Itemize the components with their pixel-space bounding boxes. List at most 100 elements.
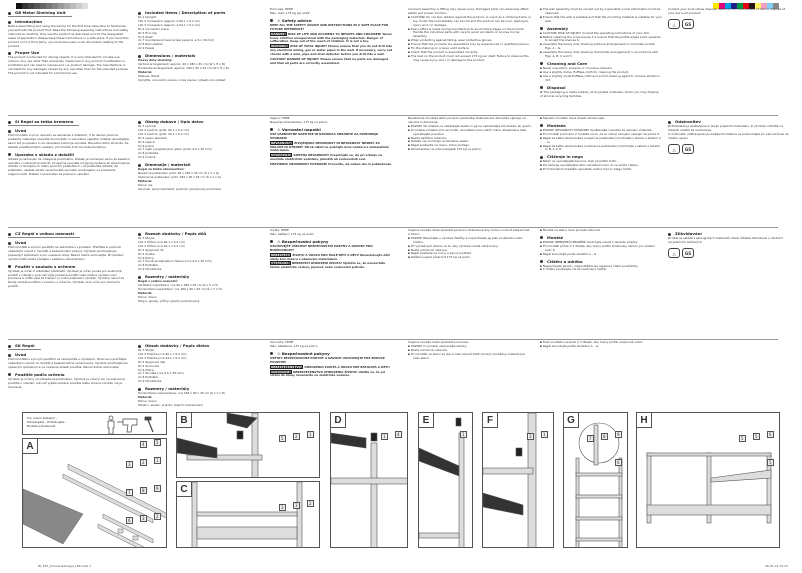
heading-text: Uporaba v skladu z določili [15,151,74,157]
part-number-label: 3 [126,461,133,468]
section-heading: Uvod [8,128,130,134]
person-icon [107,415,115,434]
heading-text: Proper Use [15,50,40,56]
list-item: 8x 4 Spojovací diel [138,359,166,364]
list-item: ▪ Every effort is made during manufactur… [408,26,525,39]
certification-logos: △GS [668,247,694,258]
part-number-label: 2 [293,433,300,440]
heading-text: Dimensions / materials [145,53,196,59]
warning-text: NEBEZPEČENSTVO OHROZENIA ŽIVOTA! Uistite… [270,369,386,378]
list-item: ▪ Ensure that the wall is suitable and t… [540,14,662,23]
part-number-label: 2 [140,459,147,466]
warning-block: NEBEZPEČENSTVO! OHROZENIA ŽIVOTA A ÚRAZU… [270,364,394,370]
text-column: ▪ Pred montážou priečok 2 3 dbajte, aby … [540,341,662,406]
warning-block: OPOZORILO! SMRTNA NEVARNOST! Prepričajte… [270,153,394,162]
warning-block: VAROVANIE! NEBEZPEČENSTVO OHROZENIA ŽIVO… [270,369,394,379]
certification-logos: △GS [668,18,694,29]
list-item: ▪ Use a slightly damp, fluffless cloth f… [540,69,630,74]
tools-needed-panel: You need: Zubehör - Potrebujete - Potřeb… [22,412,167,435]
list-item: ▪ CAUTION! Do not lean ladders against t… [408,14,531,27]
part-number-label: 1 [381,433,388,440]
warning-block: NEBEZPEČÍ! ŽIVOTU A ÚRAZU PRO MALÉ DĚTI … [270,252,394,262]
drill-icon [117,418,138,433]
list-item: 8x 4 Spojovací díl [138,247,164,252]
list-item: 8x 4 spojni element [138,135,167,140]
section-heading: Obseg dobave / Opis delov [138,119,262,125]
list-item: ▪ Nosite zaščitne rokavice. [408,135,447,140]
list-item: ▪ POZOR! Neopírejte o výrobek žebříky a … [408,235,523,244]
list-item: ▪ Za čiščenje uporabljajte rahlo navlaže… [540,163,639,168]
heading-text: Introduction [15,19,43,24]
paragraph: Vertical arrangement: approx. 90 x 180 x… [138,62,226,67]
list-item: ▪ Pri izdelavi izdelka smo se trudili, d… [408,127,527,136]
section-heading: SI Regal za težka bremena [8,119,80,126]
part-number-label: 3 [279,504,286,511]
heading-text: Rozměry / materiály [145,274,190,280]
list-item: 8x 1 Upright [138,15,156,19]
tuv-mark-icon: △ [668,247,680,258]
warning-tag: DANGER! [270,31,287,36]
list-item: ▪ Assemble the heavy duty shelving (hori… [540,50,659,59]
list-item: ▪ Pri trdovratnih madežih uporabite vlaž… [540,167,633,172]
paragraph: End caps: HDPE [270,8,293,11]
subheading: Regál s velkou nosností: [138,279,178,284]
list-item: ▪ Nepoužívejte benzín, rozpouštědla ani … [540,263,639,268]
list-item: ▪ Never use petrol, solvents or corrosiv… [540,65,613,70]
warning-text: PREVIDNO! NEVARNOST POŠKODB! Preverite, … [270,162,393,167]
heading-text: ⚠ Bezpečnostní pokyny [277,238,329,244]
list-item: ▪ Pri montaži prečnikov 2 3 pazite na to… [540,131,660,136]
heading-text: ⚠ Safety advice [277,17,312,23]
section-heading: Použitie podľa určenia [8,372,130,378]
list-item: ▪ Use a slightly moist fluffless cloth a… [540,73,660,82]
band-divider [8,115,778,116]
list-item: 8x 1 opornik [138,124,157,128]
assembly-illustration [483,413,537,547]
figure-letter: G [564,413,579,428]
heading-text: GB Metal Shelving Unit [15,10,66,15]
section-heading: ⚠ Safety advice [270,18,394,24]
swatch [719,3,725,9]
list-item: ▪ POZOR! Ob izdelek ne naslanjajte leste… [408,123,532,128]
part-number-label: 1 [154,457,161,464]
swatch [755,3,761,9]
heading-text: Obsah dodávky / Popis dielov [145,343,210,348]
paragraph: Výrobek je určen k odkládání předmětů. V… [8,268,124,289]
section-heading: ⚠ Varnostni napotki [270,127,394,133]
subheading: VSE VARNOSTNE NAPOTKE IN NAVODILA SHRANI… [270,131,379,140]
swatch [713,3,719,9]
bullet-icon [8,265,11,269]
part-number-label: 5 [753,433,760,440]
bullet-icon [8,232,11,236]
paragraph: Stojny, spojky, příčky: (plech) pozinkov… [138,298,200,303]
warning-text: OHROZENIA ŽIVOTA A ÚRAZU PRE BATOĽATÁ A … [304,364,390,369]
part-number-label: 2 [154,513,161,520]
section-heading: Disposal [540,85,662,91]
section-heading: Odstranitev [668,119,792,125]
warning-block: DANGER! RISK OF LIFE AND ACCIDENT TO INF… [270,31,394,45]
warning-tag: NEVARNOST! [270,140,294,145]
paragraph: Before assembling and using the device f… [8,24,129,48]
list-item: ▪ Izdelek naj montirajo le izkušene oseb… [408,139,469,144]
figure-letter: E [419,413,434,428]
bullet-icon [8,353,11,357]
paragraph: Neustrezna montaža lahko povzroči poškod… [408,117,526,124]
subheading: Materiál [138,290,152,295]
text-column: Odstranitev♻ Embalaža je sestavljena iz … [668,117,792,227]
part-number-label: 8 [140,487,147,494]
heading-text: Použití v souladu s určením [15,263,76,269]
paragraph: Max. load: 175 kg per shelf [270,10,310,15]
heading-text: Rozsah dodávky / Popis dílů [145,231,207,236]
figure-letter: D [331,413,346,428]
subheading: KEEP ALL THE SAFETY ADVICE AND INSTRUCTI… [270,22,389,31]
footer-date: 06.05.19 10:33 [765,564,788,568]
bullet-icon [540,124,543,128]
heading-text: Cleaning and Care [547,60,588,66]
part-number-label: 6 [126,517,133,524]
grayscale-calibration-bar [16,3,88,9]
paragraph: Výrobok je určený na odkladanie predmeto… [8,376,125,389]
list-item: 2x 9 Hmoždinka [138,267,162,272]
